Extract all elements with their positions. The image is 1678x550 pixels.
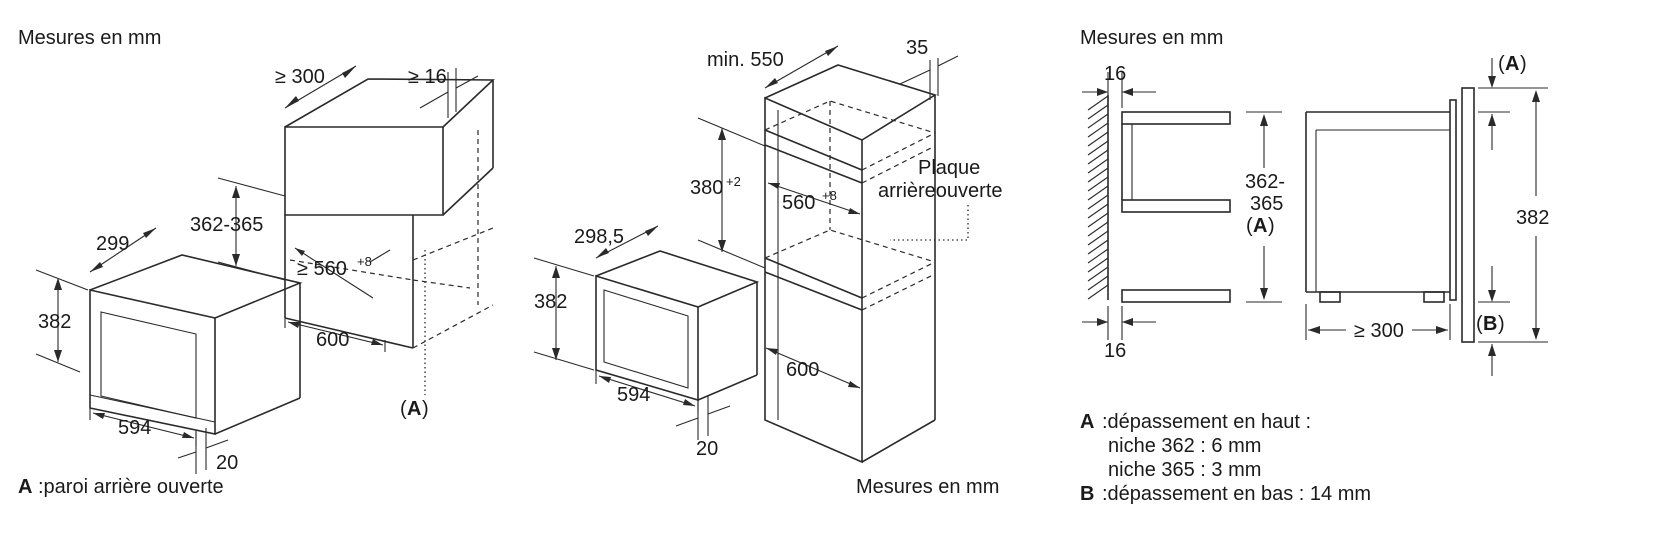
left-note-text: :paroi arrière ouverte: [38, 476, 224, 498]
right-marker-b: ( B ): [1476, 266, 1548, 376]
left-callout-a: ( A ): [400, 250, 429, 420]
right-marker-a-letter: A: [1505, 53, 1519, 75]
left-appliance-height-label: 382: [38, 311, 71, 333]
middle-dim-niche-height: 380 +2: [690, 117, 766, 269]
left-callout-close: ): [422, 398, 429, 420]
right-marker-b-close: ): [1498, 313, 1505, 335]
right-dim-height: 382: [1480, 87, 1549, 340]
left-appliance-width-label: 594: [118, 417, 151, 439]
middle-dim-appliance-depth: 298,5: [574, 225, 659, 259]
middle-appliance-depth-label: 298,5: [574, 226, 624, 248]
left-niche-width-tolerance: +8: [357, 254, 372, 269]
left-dim-niche-width: ≥ 560 +8: [294, 247, 374, 299]
middle-appliance-width-label: 594: [617, 384, 650, 406]
middle-niche-width-tolerance: +8: [822, 188, 837, 203]
right-bottom-gap-label: 16: [1104, 340, 1126, 362]
left-front-thickness-label: 20: [216, 452, 238, 474]
right-marker-b-open: (: [1476, 313, 1483, 335]
right-dim-top-gap: 16: [1082, 63, 1156, 108]
middle-niche-height-tolerance: +2: [726, 174, 741, 189]
right-top-gap-label: 16: [1104, 63, 1126, 85]
left-note-letter: A: [18, 476, 32, 498]
left-dim-cabinet-depth: ≥ 300: [275, 65, 357, 109]
right-marker-a: ( A ): [1478, 53, 1527, 150]
left-dim-appliance-width: 594: [89, 408, 197, 446]
right-note-a-line2: niche 362 : 6 mm: [1108, 435, 1261, 457]
left-appliance-depth-label: 299: [96, 233, 129, 255]
right-note-a-line3: niche 365 : 3 mm: [1108, 459, 1261, 481]
right-note-b-letter: B: [1080, 483, 1094, 505]
right-view: Mesures en mm: [1080, 27, 1549, 505]
middle-dim-offset: 35: [899, 37, 959, 100]
right-heading: Mesures en mm: [1080, 27, 1223, 49]
right-dim-bottom-gap: 16: [1082, 306, 1156, 362]
right-note-a-title: :dépassement en haut :: [1102, 411, 1311, 433]
middle-front-thickness-label: 20: [696, 438, 718, 460]
left-cabinet-width-label: 600: [316, 329, 349, 351]
middle-offset-label: 35: [906, 37, 928, 59]
middle-depth-label: min. 550: [707, 49, 784, 71]
left-niche-width-label: ≥ 560: [297, 258, 347, 280]
middle-niche-width-value: 560: [782, 192, 815, 214]
middle-dim-niche-width: 560 +8: [767, 182, 861, 215]
left-gap-label: ≥ 16: [408, 66, 447, 88]
middle-appliance: [595, 250, 760, 402]
middle-dim-appliance-height: 382: [533, 257, 595, 371]
left-dim-gap: ≥ 16: [408, 66, 479, 118]
left-dim-appliance-height: 382: [35, 269, 89, 373]
right-marker-a-close: ): [1520, 53, 1527, 75]
right-cabinet-section: [1121, 111, 1231, 303]
right-niche-line2: 365: [1250, 193, 1283, 215]
right-dim-depth: ≥ 300: [1305, 304, 1451, 342]
middle-dim-front-thickness: 20: [675, 396, 731, 460]
right-dim-niche-height: 362- 365 ( A ): [1245, 111, 1285, 303]
middle-dim-cabinet-width: 600: [765, 347, 861, 389]
middle-heading: Mesures en mm: [856, 476, 999, 498]
middle-dim-depth: min. 550: [707, 45, 839, 89]
left-view: Mesures en mm: [18, 27, 496, 498]
middle-dim-appliance-width: 594: [595, 370, 699, 414]
right-wall: [1087, 95, 1109, 300]
right-appliance-side: [1305, 87, 1475, 343]
middle-cabinet-width-label: 600: [786, 359, 819, 381]
left-cabinet: [284, 78, 496, 349]
right-niche-close: ): [1268, 215, 1275, 237]
middle-cabinet: [764, 64, 937, 464]
right-marker-a-open: (: [1498, 53, 1505, 75]
middle-plate-line2: arrièreouverte: [878, 180, 1003, 202]
left-appliance: [89, 254, 303, 435]
left-heading: Mesures en mm: [18, 27, 161, 49]
right-niche-open: (: [1246, 215, 1253, 237]
right-depth-label: ≥ 300: [1354, 320, 1404, 342]
left-dim-appliance-depth: 299: [89, 227, 157, 273]
left-dim-niche-height: 362-365: [190, 177, 286, 281]
left-dim-cabinet-width: 600: [284, 318, 386, 352]
left-dim-front-thickness: 20: [177, 428, 238, 474]
middle-plate-line1: Plaque: [918, 157, 980, 179]
left-cabinet-depth-label: ≥ 300: [275, 66, 325, 88]
right-niche-letter: A: [1253, 215, 1267, 237]
middle-plate-callout: Plaque arrièreouverte: [878, 157, 1003, 241]
left-callout-open: (: [400, 398, 407, 420]
right-note-a-letter: A: [1080, 411, 1094, 433]
right-niche-line1: 362-: [1245, 171, 1285, 193]
middle-niche-height-value: 380: [690, 177, 723, 199]
middle-view: min. 550 35 380 +2 560 +8: [533, 37, 1003, 498]
middle-appliance-height-label: 382: [534, 291, 567, 313]
right-marker-b-letter: B: [1483, 313, 1497, 335]
right-height-label: 382: [1516, 207, 1549, 229]
left-callout-letter: A: [407, 398, 421, 420]
left-niche-height-label: 362-365: [190, 214, 263, 236]
right-note-b-text: :dépassement en bas : 14 mm: [1102, 483, 1371, 505]
